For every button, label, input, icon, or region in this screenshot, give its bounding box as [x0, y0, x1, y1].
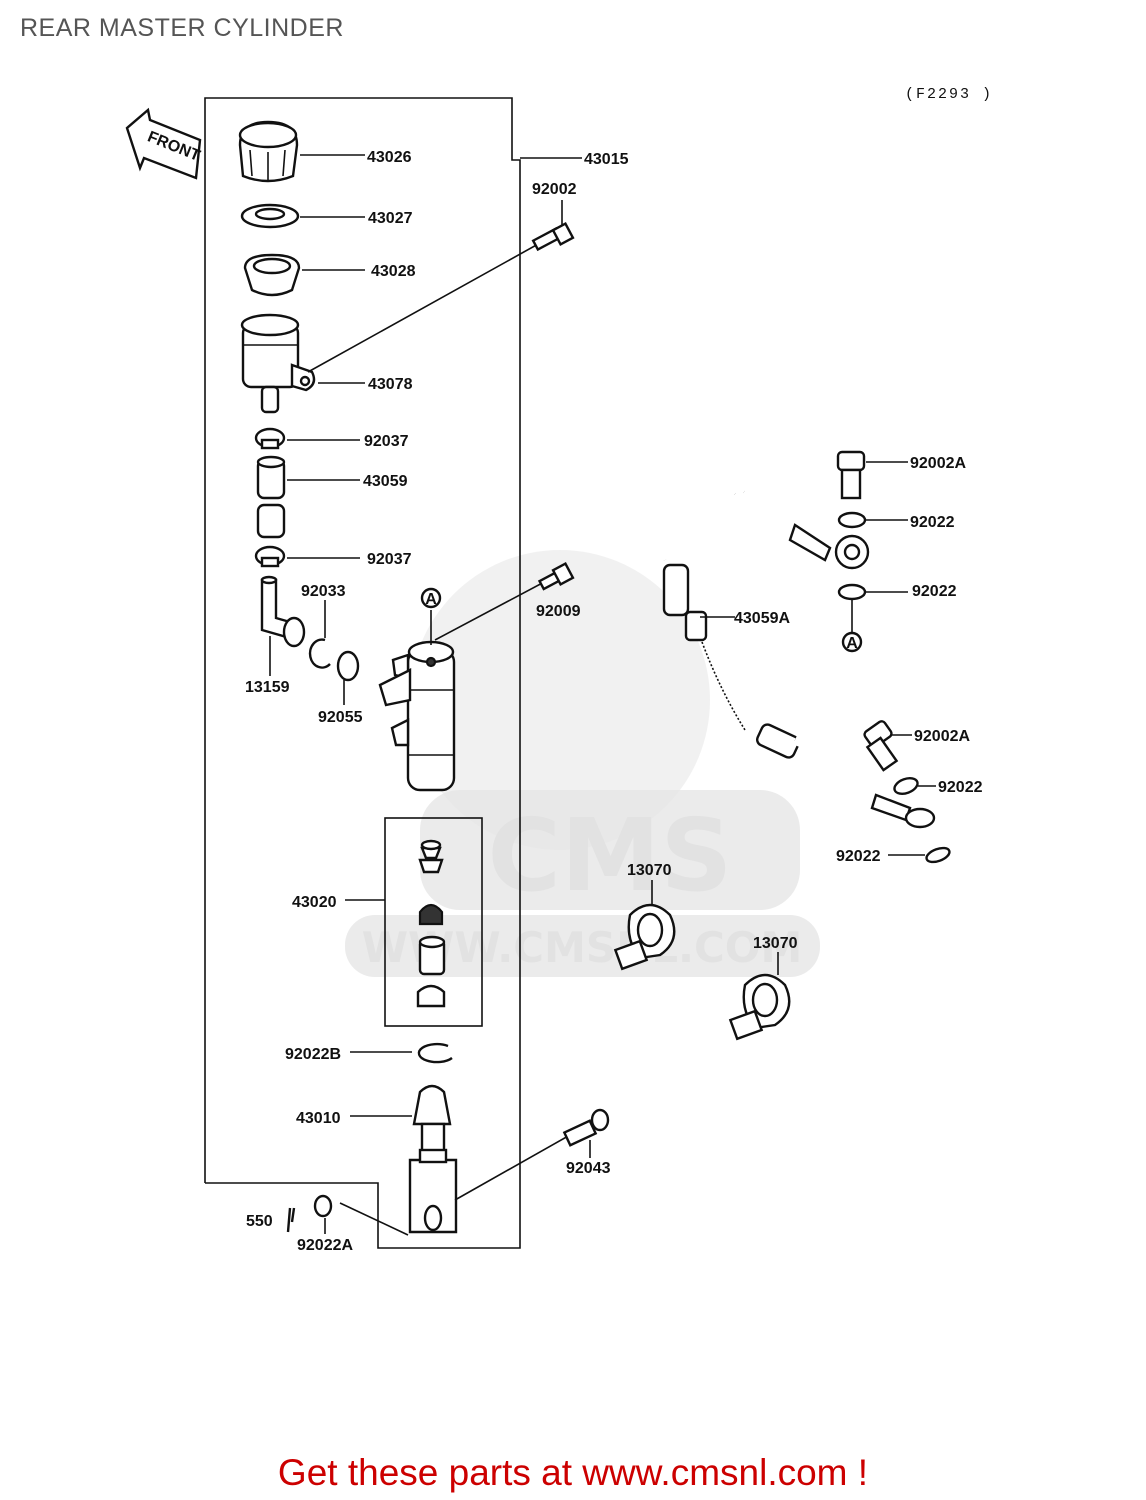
label-92002A-bottom: 92002A: [914, 728, 970, 745]
part-13070-clamp-a: [613, 903, 676, 971]
label-43027: 43027: [368, 210, 413, 227]
label-43028: 43028: [371, 263, 416, 280]
spring-icon: [418, 846, 444, 874]
hose-centerline: [701, 641, 746, 731]
part-92022-washer-2-icon: [837, 583, 867, 601]
front-arrow: FRONT: [125, 107, 203, 180]
cup-icon: [418, 903, 444, 926]
hose-upper-icon: [663, 484, 736, 561]
label-92002: 92002: [532, 181, 577, 198]
part-43059-hose: [256, 455, 286, 539]
part-13159-elbow: [260, 575, 306, 648]
part-labels: 43026 43015 92002 43027 43028 43078 9203…: [245, 149, 983, 1254]
label-92022-1: 92022: [910, 514, 955, 531]
part-92002A-banjo-bolt-bottom: [863, 720, 899, 772]
part-13070-clamp-b: [728, 973, 791, 1041]
part-550-cotter-pin-icon: [286, 1207, 296, 1233]
part-43020-piston-kit: [416, 839, 446, 1008]
label-92043: 92043: [566, 1160, 611, 1177]
page-title: REAR MASTER CYLINDER: [20, 14, 344, 42]
part-43028-diaphragm: [243, 253, 301, 297]
label-43059: 43059: [363, 473, 408, 490]
cap-top-icon: [238, 121, 298, 149]
label-43026: 43026: [367, 149, 412, 166]
part-92037-clamp-b: [254, 545, 286, 568]
label-92022-2: 92022: [912, 583, 957, 600]
part-92022-washer-4-icon: [925, 846, 951, 864]
pin-icon: [562, 1119, 598, 1147]
label-13070-b: 13070: [753, 935, 798, 952]
part-92022A-washer-icon: [313, 1194, 333, 1218]
watermark-brand: CMS: [488, 797, 733, 914]
label-92022B: 92022B: [285, 1046, 341, 1063]
part-master-cylinder-body: [378, 640, 456, 792]
leader-92043: [454, 1134, 571, 1201]
parts-diagram: CMS WWW.CMSNL.COM FRONT: [125, 97, 983, 1254]
label-92002A-top: 92002A: [910, 455, 966, 472]
label-92022A: 92022A: [297, 1237, 353, 1254]
assembly-bracket-43015: [204, 97, 521, 1249]
watermark-url-box: [345, 915, 820, 977]
label-13070-a: 13070: [627, 862, 672, 879]
label-550: 550: [246, 1213, 273, 1230]
front-arrow-icon: [125, 107, 202, 180]
part-92009-bolt: [537, 562, 575, 591]
label-43020: 43020: [292, 894, 337, 911]
part-43010-push-rod: [408, 1084, 458, 1234]
label-43078: 43078: [368, 376, 413, 393]
ref-marker-a-left-text: A: [425, 591, 437, 608]
label-43010: 43010: [296, 1110, 341, 1127]
figure-code: (F2293 ): [905, 86, 994, 103]
part-43026-cap: [238, 120, 299, 183]
part-92033-circlip-icon: [308, 638, 331, 669]
label-92037-a: 92037: [364, 433, 409, 450]
part-92043-pin: [562, 1108, 610, 1147]
part-92022B-circlip-icon: [417, 1042, 453, 1064]
label-92022-3: 92022: [938, 779, 983, 796]
banjo-lower-icon: [904, 807, 936, 829]
push-rod-boot-icon: [412, 1084, 452, 1126]
part-92022-washer-1-icon: [837, 511, 867, 529]
part-92055-oring-icon: [336, 650, 360, 682]
banjo-bolt-icon: [836, 450, 866, 472]
label-92033: 92033: [301, 583, 346, 600]
label-92055: 92055: [318, 709, 363, 726]
part-43027-plate: [240, 203, 300, 229]
seal-icon: [416, 984, 446, 1008]
part-43078-reservoir: [240, 313, 316, 414]
leader-cotter-to-clevis: [339, 1202, 409, 1236]
label-43015: 43015: [584, 151, 629, 168]
label-92022-4: 92022: [836, 848, 881, 865]
ref-marker-a-right-text: A: [846, 635, 858, 652]
leader-92009: [434, 579, 549, 641]
ref-marker-a-right: [841, 631, 863, 653]
ref-marker-a-left: [420, 587, 442, 609]
label-43059A: 43059A: [734, 610, 790, 627]
part-92002-bolt: [531, 222, 575, 252]
cylinder-body-icon: [406, 648, 456, 792]
label-92037-b: 92037: [367, 551, 412, 568]
part-92002A-banjo-bolt-top: [836, 450, 866, 500]
part-43059A-brake-hose: [659, 481, 936, 829]
hose-fitting-icon: [662, 563, 690, 617]
leader-92002-bolt: [307, 242, 541, 373]
part-92037-clamp-a: [254, 427, 286, 450]
watermark-brand-box: [420, 790, 800, 910]
piston-kit-box-43020: [384, 817, 483, 1027]
watermark-logo-circle: [410, 550, 710, 850]
footer-promo-text[interactable]: Get these parts at www.cmsnl.com !: [277, 1452, 869, 1493]
label-92009: 92009: [536, 603, 581, 620]
label-13159: 13159: [245, 679, 290, 696]
part-92022-washer-3-icon: [893, 777, 919, 795]
